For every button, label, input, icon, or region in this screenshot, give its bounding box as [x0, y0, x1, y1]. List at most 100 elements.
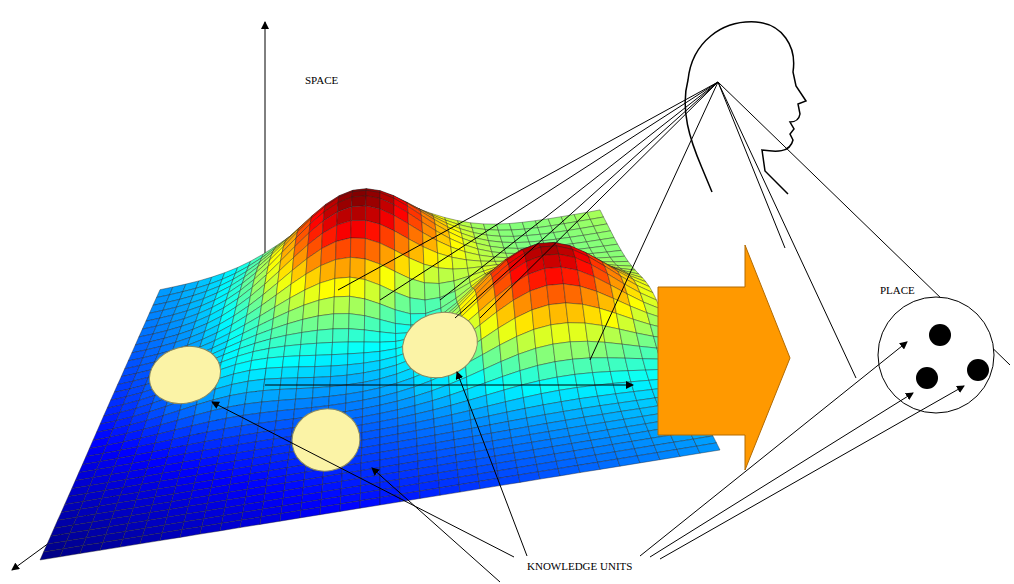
place-label: PLACE [880, 284, 915, 297]
mesh-cell [60, 546, 83, 557]
mesh-cell [313, 387, 331, 398]
mesh-cell [541, 246, 559, 256]
knowledge-dots [916, 324, 989, 389]
mesh-cell [570, 341, 590, 359]
axes [12, 22, 265, 570]
mesh-cell [360, 498, 380, 509]
mesh-cell [349, 314, 365, 330]
place-circle [878, 297, 994, 413]
mesh-cell [260, 514, 281, 525]
mesh-cell [561, 267, 580, 286]
mesh-cell [320, 504, 340, 515]
mesh-cell [333, 329, 349, 343]
mesh-cell [452, 257, 468, 269]
head-outline [685, 22, 806, 194]
mesh-cell [677, 446, 700, 456]
mesh-cell [410, 298, 426, 314]
knowledge-dot [967, 359, 989, 381]
mesh-cell [282, 356, 299, 368]
leader-line [372, 468, 500, 582]
mesh-cell [200, 523, 222, 534]
mesh-cell [543, 254, 562, 268]
mesh-cell [120, 536, 143, 547]
axis-label: SPACE [305, 74, 338, 87]
mesh-cell [465, 252, 481, 261]
mesh-cell [420, 488, 440, 499]
mesh-cell [547, 284, 566, 305]
mesh-cell [351, 206, 366, 221]
mesh-cell [300, 343, 317, 356]
mesh-cell [498, 230, 513, 236]
mesh-cell [610, 371, 631, 384]
mesh-cell [350, 238, 365, 259]
mesh-cell [281, 367, 299, 378]
x-axis [265, 385, 633, 386]
mesh-cell [549, 303, 568, 325]
mesh-cell [619, 329, 639, 346]
mesh-cell [657, 449, 680, 459]
mesh-cell [352, 196, 366, 207]
sight-line [480, 82, 718, 318]
mesh-cell [266, 357, 284, 369]
mesh-cell [636, 333, 656, 348]
mesh-cell [500, 236, 515, 242]
mesh-cell [573, 358, 593, 375]
mesh-cell [578, 462, 600, 472]
mesh-cell [479, 478, 500, 489]
mesh-cell [364, 342, 380, 353]
mesh-cell [598, 459, 620, 469]
mesh-cell [284, 345, 301, 357]
mesh-cell [315, 355, 332, 367]
mesh-cell [298, 367, 315, 378]
mesh-cell [297, 377, 315, 388]
mesh-cell [637, 453, 660, 463]
mesh-cell [220, 520, 242, 531]
mesh-cell [566, 303, 585, 323]
mesh-cell [180, 526, 202, 537]
mesh-cell [558, 465, 580, 476]
mesh-cell [497, 224, 512, 231]
mesh-cell [410, 278, 426, 300]
mesh-cell [499, 475, 520, 486]
mesh-cell [538, 469, 560, 480]
mesh-cell [585, 323, 605, 342]
knowledge-ellipse [143, 339, 227, 412]
mesh-cell [334, 277, 350, 297]
leader-line [660, 386, 964, 559]
mesh-cell [348, 353, 364, 365]
surface-mesh [40, 189, 720, 560]
mesh-cell [279, 389, 297, 401]
knowledge-label: KNOWLEDGE UNITS [527, 560, 632, 573]
leader-line [640, 342, 907, 556]
mesh-cell [608, 358, 628, 372]
mesh-cell [380, 332, 396, 342]
mesh-cell [551, 323, 570, 344]
mesh-cell [439, 485, 460, 496]
mesh-cell [590, 358, 610, 373]
knowledge-ellipses [143, 302, 487, 477]
mesh-cell [331, 354, 348, 366]
mesh-cell [628, 370, 649, 382]
mesh-cell [349, 296, 365, 315]
mesh-cell [593, 372, 613, 386]
mesh-cell [602, 326, 622, 345]
mesh-cell [285, 333, 302, 347]
mesh-cell [395, 310, 411, 325]
mesh-cell [512, 229, 527, 236]
mesh-cell [364, 330, 380, 342]
mesh-cell [618, 456, 641, 466]
mesh-cell [380, 494, 400, 505]
mesh-cell [296, 388, 314, 399]
mesh-cell [333, 314, 349, 329]
sight-line [455, 82, 718, 318]
mesh-cell [340, 501, 360, 512]
y-axis [12, 385, 265, 570]
mesh-cell [625, 358, 646, 371]
transform-arrow [658, 245, 790, 470]
sight-line [338, 82, 718, 290]
mesh-cell [331, 365, 348, 377]
leader-line [212, 402, 514, 557]
mesh-cell [424, 283, 440, 300]
sight-line [718, 82, 785, 248]
mesh-cell [519, 472, 541, 483]
